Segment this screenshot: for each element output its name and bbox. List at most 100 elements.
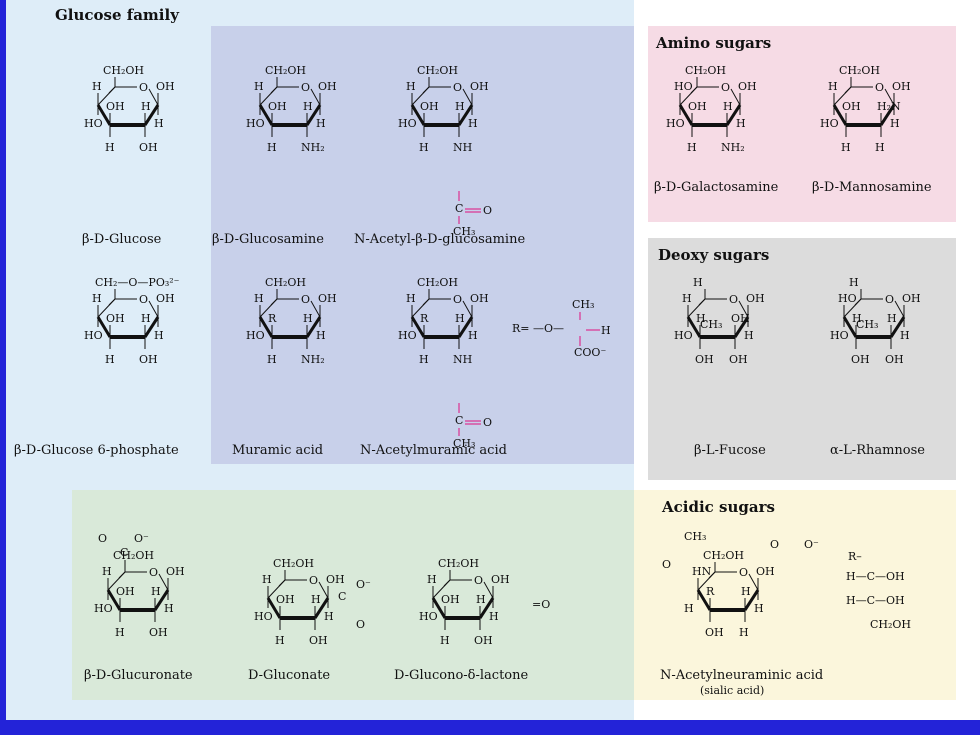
c4-up: H xyxy=(92,80,102,93)
c3-down: H xyxy=(267,353,277,366)
c1-up: OH xyxy=(892,80,911,93)
c5-substituent: CH₂OH xyxy=(417,276,458,289)
c1-up: OH xyxy=(902,292,921,305)
c2-down: OH xyxy=(474,634,493,647)
c3-down: H xyxy=(267,141,277,154)
bond xyxy=(153,589,170,611)
bond xyxy=(158,573,169,591)
bond xyxy=(738,300,749,318)
label-muramic-acid: Muramic acid xyxy=(232,443,324,458)
c4-up: H xyxy=(406,80,416,93)
c4-down: HO xyxy=(674,329,693,342)
bond xyxy=(108,86,116,94)
c2-up: H xyxy=(476,593,486,606)
c2-down: OH xyxy=(139,353,158,366)
amino-sugars-title: Amino sugars xyxy=(656,34,772,52)
c2-down: H xyxy=(875,141,885,154)
c1-down: H xyxy=(468,329,478,342)
r-carboxylate: COO⁻ xyxy=(574,346,606,359)
c2-down: NH₂ xyxy=(301,353,325,366)
c1-down: H xyxy=(164,602,174,615)
bond xyxy=(410,104,426,126)
c1-up: OH xyxy=(318,80,337,93)
bond xyxy=(270,86,278,94)
glucose-family-title: Glucose family xyxy=(55,6,179,24)
c3-up: OH xyxy=(268,100,287,113)
c1-down: H xyxy=(468,117,478,130)
bond xyxy=(690,86,698,94)
c4-up: H xyxy=(254,292,264,305)
c3-up: OH xyxy=(420,100,439,113)
c4-down: HO xyxy=(246,329,265,342)
c3-down: H xyxy=(105,353,115,366)
ring-oxygen: O xyxy=(875,81,884,94)
label-b-d-mannosamine: β-D-Mannosamine xyxy=(812,180,932,195)
bond xyxy=(106,589,122,611)
c4-up: H xyxy=(682,292,692,305)
c3-down: H xyxy=(419,141,429,154)
c1-down: H xyxy=(154,329,164,342)
c1-down: H xyxy=(154,117,164,130)
c4-down: HO xyxy=(254,610,273,623)
label-glucose-6-phosphate: β-D-Glucose 6-phosphate xyxy=(14,443,179,458)
c3-up: OH xyxy=(106,312,125,325)
c5-substituent: CH₂OH xyxy=(703,549,744,562)
bond xyxy=(748,573,759,591)
carboxylate: O⁻ xyxy=(134,532,149,545)
c2-down: H xyxy=(739,626,749,639)
bond xyxy=(698,298,706,306)
bond xyxy=(118,571,126,579)
carboxyl-carbon: C xyxy=(120,546,128,559)
c5-substituent: CH₂OH xyxy=(685,64,726,77)
c3-down: H xyxy=(687,141,697,154)
fucose-methyl: CH₃ xyxy=(700,318,722,331)
c1-down: H xyxy=(316,329,326,342)
label-b-d-glucose: β-D-Glucose xyxy=(82,232,162,247)
c4-down: HO xyxy=(820,117,839,130)
sialic-carboxyl-o: O xyxy=(770,538,779,551)
c2-up: H xyxy=(303,312,313,325)
bond xyxy=(258,316,274,338)
label-b-d-glucuronate: β-D-Glucuronate xyxy=(84,668,193,683)
c1-up: OH xyxy=(470,292,489,305)
ring-oxygen: O xyxy=(453,81,462,94)
c1-down: H xyxy=(736,117,746,130)
c4-up: H xyxy=(102,565,112,578)
c4-down: HO xyxy=(419,610,438,623)
gluconate-o-minus: O⁻ xyxy=(356,578,371,591)
acidic-sugars-title: Acidic sugars xyxy=(662,498,775,516)
c1-up: OH xyxy=(326,573,345,586)
c4-up: HO xyxy=(838,292,857,305)
c1-down: H xyxy=(744,329,754,342)
c3-down: H xyxy=(275,634,285,647)
label-n-acetylmuramic-acid: N-Acetylmuramic acid xyxy=(360,443,507,458)
c2-down: NH₂ xyxy=(301,141,325,154)
bond xyxy=(879,104,896,126)
ring-oxygen: O xyxy=(149,566,158,579)
c2-down: OH xyxy=(139,141,158,154)
c5-substituent: CH₂OH xyxy=(265,64,306,77)
ring-oxygen: O xyxy=(739,566,748,579)
c3-up: H xyxy=(696,312,706,325)
r-methyl: CH₃ xyxy=(572,298,594,311)
c5-substituent: CH₂OH xyxy=(438,557,479,570)
acetyl-methyl: CH₃ xyxy=(453,225,475,238)
carboxyl-oxygen: O xyxy=(98,532,107,545)
bond xyxy=(148,300,159,318)
c4-up: H xyxy=(92,292,102,305)
c3-up: OH xyxy=(688,100,707,113)
bond xyxy=(725,104,742,126)
c4-down: HO xyxy=(830,329,849,342)
c1-up: OH xyxy=(470,80,489,93)
ring-oxygen: O xyxy=(301,293,310,306)
c1-down: H xyxy=(900,329,910,342)
bond xyxy=(678,104,694,126)
c3-up: H xyxy=(852,312,862,325)
c5-substituent: CH₂OH xyxy=(417,64,458,77)
label-n-acetylneuraminic-acid: N-Acetylneuraminic acid xyxy=(660,668,824,683)
ring-oxygen: O xyxy=(729,293,738,306)
c4-down: HO xyxy=(94,602,113,615)
c4-down: HO xyxy=(398,117,417,130)
ring-oxygen: O xyxy=(139,81,148,94)
bond xyxy=(258,104,274,126)
